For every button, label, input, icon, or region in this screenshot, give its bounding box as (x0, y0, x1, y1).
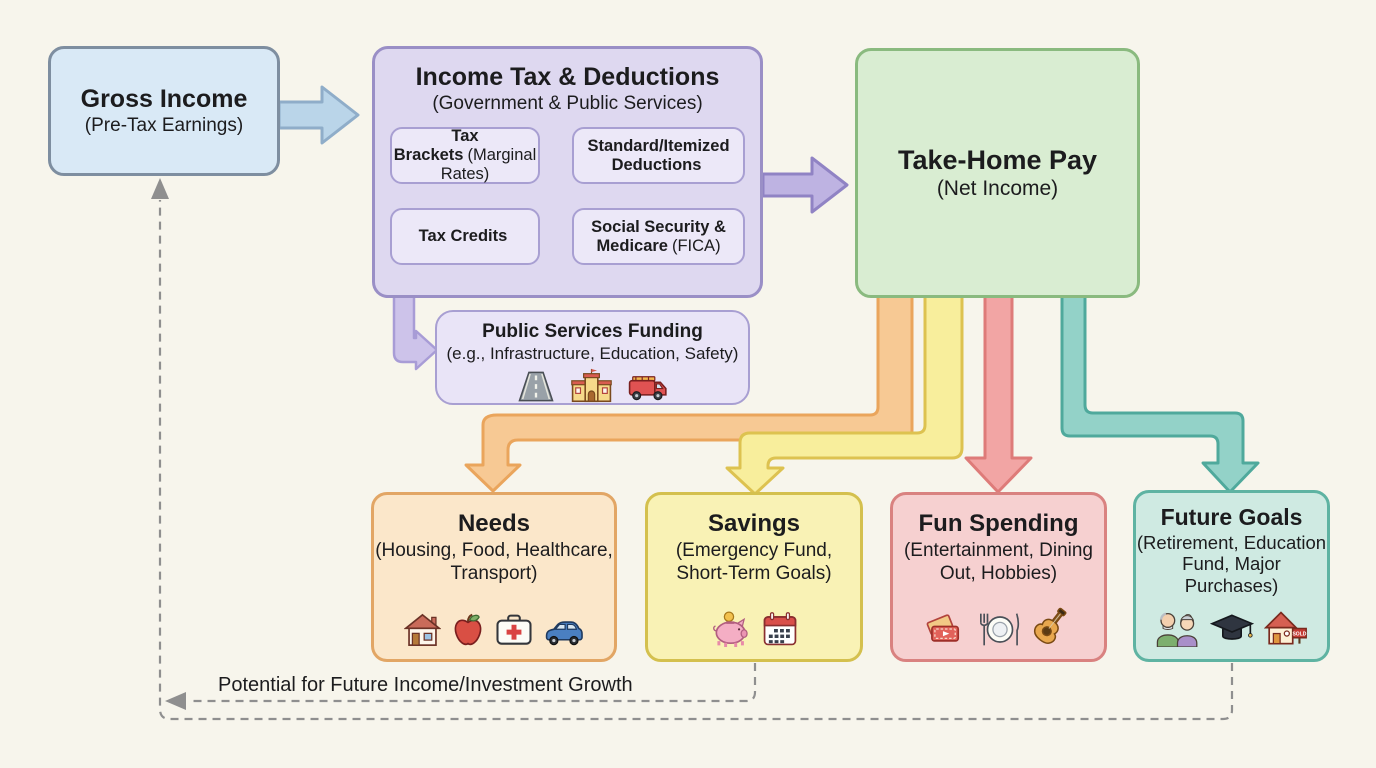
arrow-gross-to-tax (277, 85, 360, 145)
firstaid-icon (495, 614, 533, 647)
node-needs: Needs (Housing, Food, Healthcare, Transp… (371, 492, 617, 662)
firetruck-icon (628, 371, 669, 403)
future-goals-subtitle: (Retirement, Education Fund, Major Purch… (1136, 531, 1327, 597)
node-public-services: Public Services Funding (e.g., Infrastru… (435, 310, 750, 405)
fun-spending-title: Fun Spending (918, 510, 1079, 537)
take-home-subtitle: (Net Income) (936, 177, 1059, 201)
subtopic-tax-brackets: Tax Brackets(Marginal Rates) (390, 127, 540, 185)
subtopic-fica: Social Security & Medicare(FICA) (572, 208, 745, 266)
needs-icons (404, 613, 584, 659)
node-gross-income: Gross Income (Pre-Tax Earnings) (48, 46, 280, 176)
gross-income-subtitle: (Pre-Tax Earnings) (84, 115, 244, 137)
arrow-tax-to-takehome (761, 156, 849, 214)
dashed-savings-feedback (165, 663, 757, 710)
graduation-cap-icon (1210, 612, 1254, 647)
node-income-tax: Income Tax & Deductions (Government & Pu… (372, 46, 763, 298)
needs-title: Needs (457, 510, 531, 537)
public-services-title: Public Services Funding (482, 321, 703, 342)
future-goals-title: Future Goals (1160, 504, 1303, 530)
guitar-icon (1030, 606, 1071, 647)
node-take-home-pay: Take-Home Pay (Net Income) (855, 48, 1140, 298)
movie-ticket-icon (926, 611, 965, 647)
car-icon (543, 618, 584, 647)
sold-house-icon: SOLD (1264, 610, 1308, 647)
subtopic-sub: (Marginal Rates) (440, 146, 537, 184)
savings-title: Savings (707, 510, 801, 537)
needs-subtitle: (Housing, Food, Healthcare, Transport) (375, 539, 613, 584)
feedback-loop-label: Potential for Future Income/Investment G… (218, 674, 633, 696)
subtopic-tax-credits: Tax Credits (390, 208, 540, 266)
arrow-tax-to-public-services (392, 294, 439, 371)
subtopic-label: Standard/Itemized Deductions (587, 136, 730, 174)
arrow-takehome-to-future (1060, 294, 1260, 494)
apple-icon (451, 613, 485, 647)
fun-spending-icons (926, 606, 1071, 659)
arrow-takehome-to-savings (725, 294, 964, 496)
public-services-icons (517, 368, 669, 411)
subtopic-deductions: Standard/Itemized Deductions (572, 127, 745, 185)
future-goals-icons: SOLD (1155, 610, 1308, 659)
subtopic-sub: (FICA) (671, 236, 721, 255)
elderly-couple-icon (1155, 610, 1200, 647)
subtopic-label: Tax Credits (418, 227, 508, 246)
income-tax-subtitle: (Government & Public Services) (432, 93, 703, 114)
dining-icon (975, 612, 1020, 647)
node-fun-spending: Fun Spending (Entertainment, Dining Out,… (890, 492, 1107, 662)
svg-text:SOLD: SOLD (1292, 632, 1306, 638)
income-tax-subtopics: Tax Brackets(Marginal Rates) Standard/It… (375, 127, 760, 266)
subtopic-label: Social Security & Medicare (591, 217, 726, 255)
road-icon (517, 370, 555, 403)
node-future-goals: Future Goals (Retirement, Education Fund… (1133, 490, 1330, 662)
arrow-takehome-to-fun (964, 294, 1033, 494)
savings-subtitle: (Emergency Fund, Short-Term Goals) (675, 539, 833, 584)
gross-income-title: Gross Income (80, 85, 248, 114)
take-home-title: Take-Home Pay (897, 145, 1098, 175)
subtopic-label: Tax Brackets (393, 127, 479, 165)
savings-icons (711, 610, 798, 659)
income-tax-title: Income Tax & Deductions (415, 63, 720, 91)
piggy-bank-icon (711, 610, 752, 647)
dashed-future-goals-feedback (151, 178, 1234, 721)
school-icon (570, 368, 612, 403)
node-savings: Savings (Emergency Fund, Short-Term Goal… (645, 492, 863, 662)
fun-spending-subtitle: (Entertainment, Dining Out, Hobbies) (903, 539, 1094, 584)
calendar-icon (762, 611, 798, 647)
public-services-subtitle: (e.g., Infrastructure, Education, Safety… (446, 343, 739, 363)
house-icon (404, 613, 441, 647)
